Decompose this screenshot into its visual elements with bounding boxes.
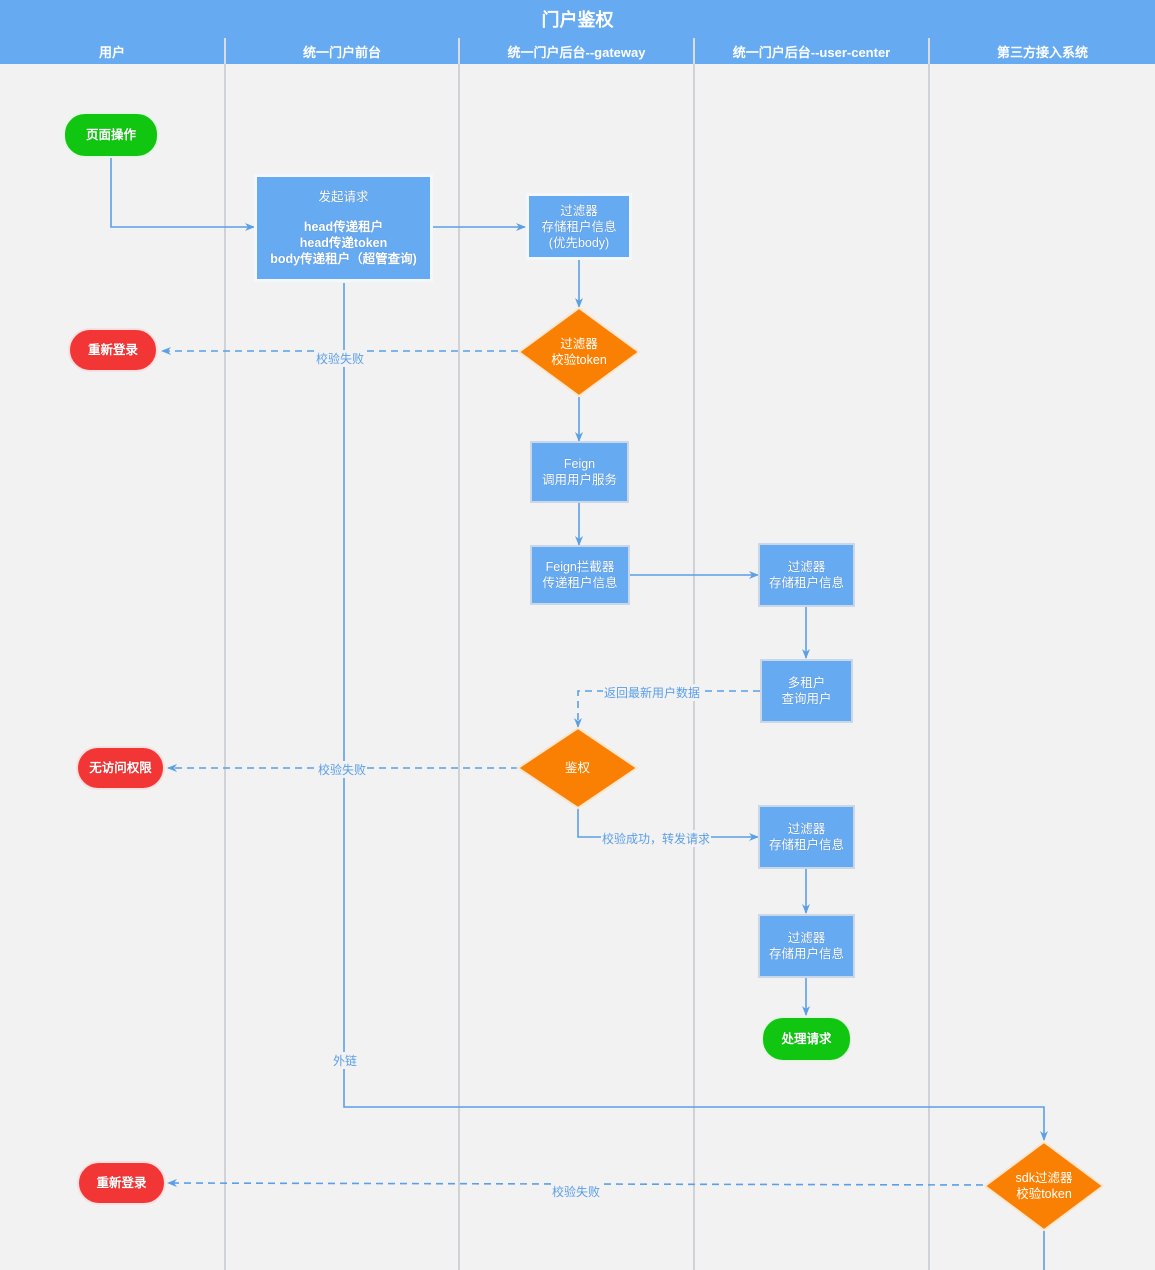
edge-label-external-link: 外链: [332, 1052, 359, 1069]
sdk-check-line-2: 校验token: [1016, 1187, 1072, 1201]
relogin-label-2: 重新登录: [96, 1176, 147, 1190]
send-request-line-4: head传递token: [299, 236, 388, 250]
uc-filter-3-line-1: 过滤器: [787, 931, 826, 945]
gateway-filter-line-3: (优先body): [548, 235, 610, 250]
token-check-decision: 过滤器 校验token: [519, 308, 639, 396]
multi-tenant-line-2: 查询用户: [781, 692, 832, 706]
lane-header-portal-frontend: 统一门户前台: [226, 38, 460, 64]
token-check-line-2: 校验token: [551, 353, 607, 367]
feign-call-line-2: 调用用户服务: [541, 473, 617, 487]
sdk-token-check-decision: sdk过滤器 校验token: [985, 1142, 1103, 1230]
no-access-node: 无访问权限: [76, 746, 165, 790]
edge-label-verify-ok: 校验成功，转发请求: [601, 830, 712, 847]
feign-interceptor-line-2: 传递租户信息: [542, 576, 618, 590]
feign-call-node: Feign 调用用户服务: [530, 441, 629, 503]
edge-label-verify-fail-2: 校验失败: [317, 761, 368, 778]
decision-shapes: [516, 306, 1105, 1232]
auth-decision: 鉴权: [518, 728, 637, 808]
edge-label-verify-fail-3: 校验失败: [551, 1183, 602, 1200]
page-operation-node: 页面操作: [63, 112, 159, 158]
sdk-check-line-1: sdk过滤器: [1015, 1171, 1073, 1185]
feign-interceptor-line-1: Feign拦截器: [545, 560, 615, 574]
auth-diamond-shape: [516, 726, 639, 810]
edge-sdk-to-relogin: [167, 1179, 984, 1188]
uc-filter-1-line-1: 过滤器: [787, 560, 826, 574]
send-request-line-3: head传递租户: [303, 220, 384, 234]
token-check-diamond-shape: [517, 306, 641, 398]
feign-call-line-1: Feign: [563, 457, 596, 471]
relogin-node-2: 重新登录: [77, 1161, 166, 1205]
feign-interceptor-node: Feign拦截器 传递租户信息: [530, 545, 630, 605]
edge-label-verify-fail-1: 校验失败: [315, 350, 366, 367]
relogin-node-1: 重新登录: [68, 328, 158, 372]
lane-separators: [224, 64, 930, 1270]
page-operation-label: 页面操作: [85, 128, 136, 142]
edge-label-return-user: 返回最新用户数据: [603, 684, 702, 701]
lane-header-gateway: 统一门户后台--gateway: [460, 38, 695, 64]
send-request-line-5: body传递租户（超管查询): [270, 252, 417, 266]
token-check-line-1: 过滤器: [560, 337, 598, 351]
auth-label: 鉴权: [564, 761, 590, 775]
uc-filter-2-line-2: 存储租户信息: [768, 838, 844, 852]
send-request-line-1: 发起请求: [318, 190, 369, 204]
uc-filter-node-3: 过滤器 存储用户信息: [758, 914, 855, 978]
sdk-diamond-shape: [983, 1140, 1105, 1232]
gateway-filter-node: 过滤器 存储租户信息 (优先body): [526, 193, 632, 260]
relogin-label-1: 重新登录: [87, 343, 138, 357]
diagram-title: 门户鉴权: [0, 0, 1155, 39]
uc-filter-node-1: 过滤器 存储租户信息: [758, 543, 855, 607]
send-request-node: 发起请求 head传递租户 head传递token body传递租户（超管查询): [254, 174, 433, 282]
uc-filter-3-line-2: 存储用户信息: [768, 947, 844, 961]
no-access-label: 无访问权限: [89, 761, 152, 775]
multi-tenant-line-1: 多租户: [787, 676, 826, 690]
lane-header-user: 用户: [0, 38, 226, 64]
gateway-filter-line-2: 存储租户信息: [541, 219, 617, 234]
uc-filter-1-line-2: 存储租户信息: [768, 576, 844, 590]
edge-pageop-to-request: [110, 158, 255, 231]
gateway-filter-line-1: 过滤器: [560, 203, 598, 218]
lane-header-third-party: 第三方接入系统: [930, 38, 1155, 64]
multi-tenant-query-node: 多租户 查询用户: [760, 659, 853, 723]
uc-filter-2-line-1: 过滤器: [787, 822, 826, 836]
edge-request-to-sdk: [343, 283, 1048, 1141]
handle-request-label: 处理请求: [781, 1032, 832, 1046]
lane-header-user-center: 统一门户后台--user-center: [695, 38, 930, 64]
uc-filter-node-2: 过滤器 存储租户信息: [758, 805, 855, 869]
handle-request-node: 处理请求: [761, 1016, 852, 1062]
